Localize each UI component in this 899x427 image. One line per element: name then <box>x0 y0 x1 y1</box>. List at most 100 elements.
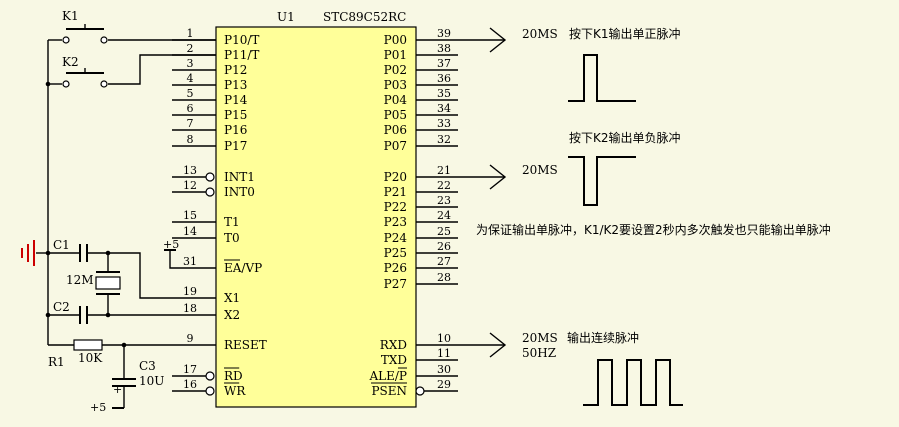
pin-name: T1 <box>224 215 240 229</box>
pin-number: 7 <box>187 117 194 130</box>
switch-k1: K1 <box>48 9 216 44</box>
pin-number: 6 <box>187 102 194 115</box>
pin-name: P05 <box>384 108 407 122</box>
pin-number: 11 <box>437 347 451 360</box>
p20-desc: 按下K2输出单负脉冲 <box>569 130 681 145</box>
pin-name: EA/VP <box>224 261 262 275</box>
pin-name: P11/T <box>224 48 259 62</box>
pin-name: TXD <box>381 353 407 367</box>
pin-name: P23 <box>384 215 407 229</box>
pin-name: P10/T <box>224 33 259 47</box>
switch-k2: K2 <box>48 54 216 88</box>
negative-pulse-waveform <box>568 156 636 206</box>
ea-vcc-label: +5 <box>163 238 179 251</box>
c2-label: C2 <box>53 300 70 314</box>
chip-ref: U1 <box>277 10 295 24</box>
pin-number: 1 <box>187 27 194 40</box>
pin-name: INT0 <box>224 185 255 199</box>
note-text: 为保证输出单脉冲，K1/K2要设置2秒内多次触发也只能输出单脉冲 <box>476 222 831 237</box>
pin-number: 32 <box>437 133 451 146</box>
pin-name: P14 <box>224 93 248 107</box>
pin-name: P00 <box>384 33 407 47</box>
pin-rxd: 10 RXD <box>380 332 451 352</box>
pin-number: 25 <box>437 225 451 238</box>
pin-number: 8 <box>187 133 194 146</box>
pin-number: 2 <box>187 42 194 55</box>
pin-p16: 7 P16 <box>172 117 247 137</box>
k2-label: K2 <box>62 55 79 69</box>
pin-number: 16 <box>183 378 197 391</box>
pin-name: P01 <box>384 48 407 62</box>
positive-pulse-waveform <box>568 54 636 102</box>
pin-p22: 23 P22 <box>384 194 458 214</box>
output-arrow-rxd <box>416 332 507 358</box>
pin-p25: 26 P25 <box>384 240 458 260</box>
pin-number: 39 <box>437 27 451 40</box>
pin-number: 36 <box>437 72 451 85</box>
pin-number: 37 <box>437 57 451 70</box>
pin-number: 30 <box>437 363 451 376</box>
pin-p00: 39 P00 <box>384 27 451 47</box>
pin-number: 29 <box>437 378 451 391</box>
pin-p23: 24 P23 <box>384 209 458 229</box>
rxd-freq: 50HZ <box>522 346 556 360</box>
pin-name: P25 <box>384 246 407 260</box>
pin-name: RXD <box>380 338 407 352</box>
p00-desc: 按下K1输出单正脉冲 <box>569 26 681 41</box>
pin-name: INT1 <box>224 170 255 184</box>
pin-number: 21 <box>437 164 451 177</box>
pin-number: 13 <box>183 164 197 177</box>
pin-number: 17 <box>183 363 197 376</box>
pin-name: RESET <box>224 338 267 352</box>
c3-label: C3 <box>139 359 156 373</box>
pin-number: 24 <box>437 209 451 222</box>
output-arrow-p00 <box>416 27 507 53</box>
pin-eavp: 31 EA/VP <box>183 255 262 275</box>
pin-p15: 6 P15 <box>172 102 247 122</box>
pin-number: 31 <box>183 255 197 268</box>
ea-vcc: +5 <box>163 238 216 269</box>
pin-name: P07 <box>384 139 407 153</box>
capacitor-c1: C1 <box>48 238 216 299</box>
pin-name: PSEN <box>371 384 407 398</box>
pin-name: P21 <box>384 185 407 199</box>
pin-number: 26 <box>437 240 451 253</box>
pin-name: RD <box>224 369 243 383</box>
pin-name: P15 <box>224 108 247 122</box>
pin-number: 15 <box>183 209 197 222</box>
r1-label: R1 <box>48 355 65 369</box>
pin-name: P06 <box>384 123 407 137</box>
p00-time: 20MS <box>522 27 558 41</box>
chip-body <box>215 26 417 408</box>
pin-number: 23 <box>437 194 451 207</box>
pin-number: 9 <box>187 332 194 345</box>
pin-name: P22 <box>384 200 407 214</box>
pin-name: P17 <box>224 139 247 153</box>
pin-number: 10 <box>437 332 451 345</box>
chip-part: STC89C52RC <box>323 10 406 24</box>
pin-number: 3 <box>187 57 194 70</box>
output-arrow-p20 <box>416 164 507 190</box>
pin-txd: 11 TXD <box>381 347 458 367</box>
pin-name: P16 <box>224 123 247 137</box>
pin-name: P26 <box>384 261 407 275</box>
pin-name: X2 <box>224 308 240 322</box>
continuous-pulse-waveform <box>583 359 683 406</box>
p20-time: 20MS <box>522 163 558 177</box>
pin-p17: 8 P17 <box>172 133 247 153</box>
pin-rd: 17 RD <box>172 363 243 383</box>
